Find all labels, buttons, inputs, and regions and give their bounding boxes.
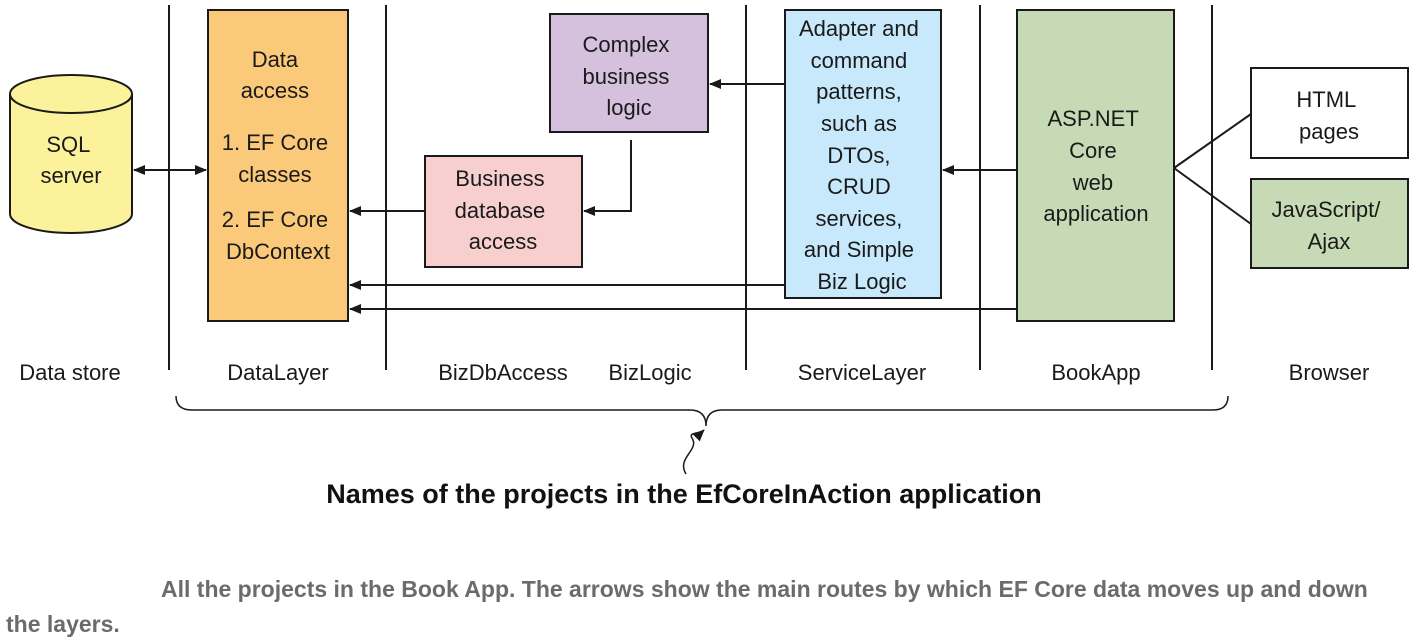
complex-logic-to-bizdb-arrow [583, 140, 632, 216]
cylinder-top [9, 74, 133, 114]
curly-brace [175, 395, 1229, 427]
svg-text:JavaScript/ Ajax: JavaScript/ Ajax [1272, 197, 1387, 254]
column-label: BizLogic [608, 360, 691, 385]
html-pages-box: HTML pages [1250, 67, 1409, 159]
complex-business-logic-box: Complex business logic [549, 13, 709, 133]
service-label: CRUD [827, 174, 891, 199]
column-label: Data store [19, 360, 121, 385]
caption-text: All the projects in the Book App. The ar… [6, 576, 1368, 637]
service-label: DTOs, [827, 143, 890, 168]
service-label: such as [821, 111, 897, 136]
figure-caption: All the projects in the Book App. The ar… [6, 572, 1406, 642]
svg-text:Business database: Business database access [455, 166, 552, 254]
service-layer-box: Adapter and command patterns, such as DT… [784, 9, 942, 299]
svg-text:Complex business l: Complex business logic [583, 32, 676, 120]
sql-label: server [40, 163, 101, 188]
sql-label: SQL [46, 132, 90, 157]
svg-text:SQL server: SQL server [40, 132, 101, 188]
javascript-label: Ajax [1308, 229, 1351, 254]
service-label: services, [816, 206, 903, 231]
footer-label: Names of the projects in the EfCoreInAct… [326, 479, 1042, 509]
svg-text:Adapter and command: Adapter and command patterns, such as DT… [799, 16, 925, 294]
data-access-box: Data access 1. EF Core classes 2. EF Cor… [207, 9, 349, 322]
aspnet-to-html-link [1173, 113, 1252, 169]
connectors [133, 79, 1252, 314]
service-label: Biz Logic [817, 269, 906, 294]
svg-text:ASP.NET Core web: ASP.NET Core web application [1043, 106, 1148, 226]
aspnet-label: Core [1069, 138, 1117, 163]
service-label: and Simple [804, 237, 914, 262]
biz-db-access-label: database [455, 198, 546, 223]
html-pages-label: pages [1299, 119, 1359, 144]
aspnet-label: application [1043, 201, 1148, 226]
aspnet-label: web [1072, 170, 1113, 195]
architecture-diagram: SQL server Data access 1. EF Core classe… [9, 5, 1409, 509]
data-access-label: access [241, 78, 309, 103]
svg-text:Data access 1. EF: Data access 1. EF Core classes 2. EF Cor… [222, 47, 335, 264]
column-label: DataLayer [227, 360, 329, 385]
service-label: Adapter and [799, 16, 919, 41]
complex-logic-label: logic [606, 95, 651, 120]
complex-logic-label: Complex [583, 32, 670, 57]
data-access-label: Data [252, 47, 299, 72]
sql-server-cylinder: SQL server [9, 74, 133, 234]
biz-db-access-label: Business [455, 166, 544, 191]
column-label: BookApp [1051, 360, 1140, 385]
business-database-access-box: Business database access [424, 155, 583, 268]
javascript-label: JavaScript/ [1272, 197, 1382, 222]
complex-logic-label: business [583, 64, 670, 89]
data-access-label: DbContext [226, 239, 330, 264]
column-label: BizDbAccess [438, 360, 568, 385]
column-label: Browser [1289, 360, 1370, 385]
column-label: ServiceLayer [798, 360, 926, 385]
pointer-arrow [682, 429, 705, 475]
cylinder-body [9, 94, 133, 234]
aspnet-core-box: ASP.NET Core web application [1016, 9, 1175, 322]
service-label: command [811, 48, 908, 73]
biz-db-access-label: access [469, 229, 537, 254]
aspnet-label: ASP.NET [1047, 106, 1138, 131]
javascript-ajax-box: JavaScript/ Ajax [1250, 178, 1409, 269]
svg-text:HTML pages: HTML pages [1296, 87, 1361, 144]
data-access-label: 2. EF Core [222, 207, 328, 232]
data-access-label: classes [238, 162, 311, 187]
column-labels: Data store DataLayer BizDbAccess BizLogi… [19, 360, 1369, 385]
html-pages-label: HTML [1296, 87, 1356, 112]
data-access-label: 1. EF Core [222, 130, 328, 155]
service-label: patterns, [816, 79, 902, 104]
aspnet-to-javascript-link [1173, 167, 1252, 225]
